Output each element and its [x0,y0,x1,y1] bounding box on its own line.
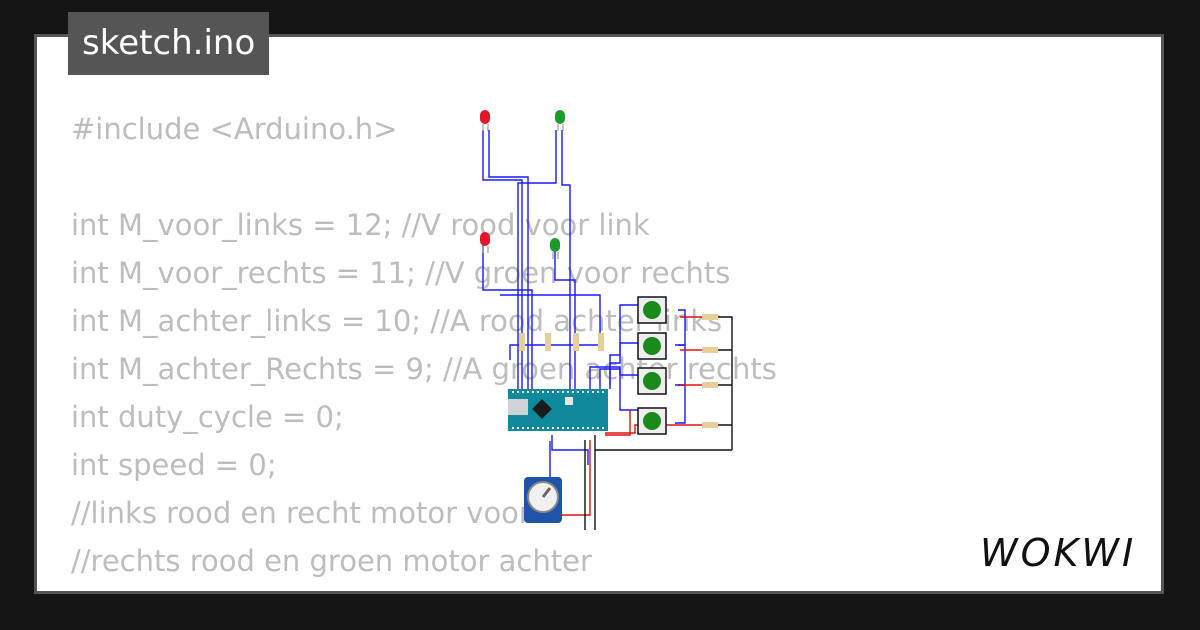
led-green-1 [555,110,565,131]
preview-card: #include <Arduino.h> int M_voor_links = 1… [34,34,1164,594]
code-line: int speed = 0; [71,448,277,482]
file-name-tab: sketch.ino [68,12,270,75]
push-button-4[interactable] [637,407,667,435]
push-button-3[interactable] [637,367,667,395]
push-button-1[interactable] [637,296,667,324]
code-line: int M_voor_links = 12; //V rood voor lin… [71,208,650,242]
resistor-row [519,333,604,351]
circuit-diagram [480,110,733,530]
led-green-2 [550,238,560,259]
led-red-1 [480,110,490,131]
code-line: #include <Arduino.h> [71,112,398,146]
arduino-nano-board [508,389,608,431]
code-line: int M_achter_links = 10; //A rood achter… [71,304,723,338]
black-wires [584,316,733,530]
led-red-2 [480,232,490,253]
code-line: int M_voor_rechts = 11; //V groen voor r… [71,256,731,290]
code-line: // rood links en groen links motor achte… [71,585,854,591]
code-line: //links rood en recht motor voor [71,496,531,530]
code-line: int duty_cycle = 0; [71,400,344,434]
blue-wires [482,130,686,511]
push-button-2[interactable] [637,332,667,360]
svg-text:WOKWI: WOKWI [980,532,1136,574]
code-line: //rechts rood en groen motor achter [71,544,592,578]
potentiometer[interactable] [524,477,562,523]
button-resistors [702,314,718,428]
wokwi-logo: WOKWI [980,532,1136,574]
code-listing: #include <Arduino.h> int M_voor_links = 1… [71,105,854,591]
